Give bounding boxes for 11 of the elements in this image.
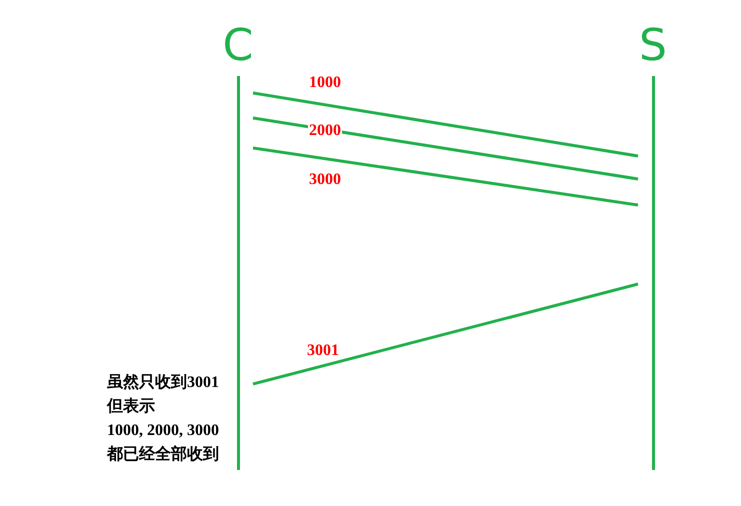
note-text: 但表示	[107, 397, 155, 417]
message-line	[252, 116, 638, 180]
participant-label: S	[639, 22, 667, 70]
message-line	[252, 92, 638, 158]
note-text: 虽然只收到3001	[107, 373, 219, 393]
edge-label: 3001	[306, 342, 340, 360]
note-text: 1000, 2000, 3000	[107, 421, 219, 441]
note-text: 都已经全部收到	[107, 445, 219, 465]
message-line	[252, 146, 638, 206]
message-line	[252, 282, 638, 386]
participant-label: C	[222, 22, 254, 70]
